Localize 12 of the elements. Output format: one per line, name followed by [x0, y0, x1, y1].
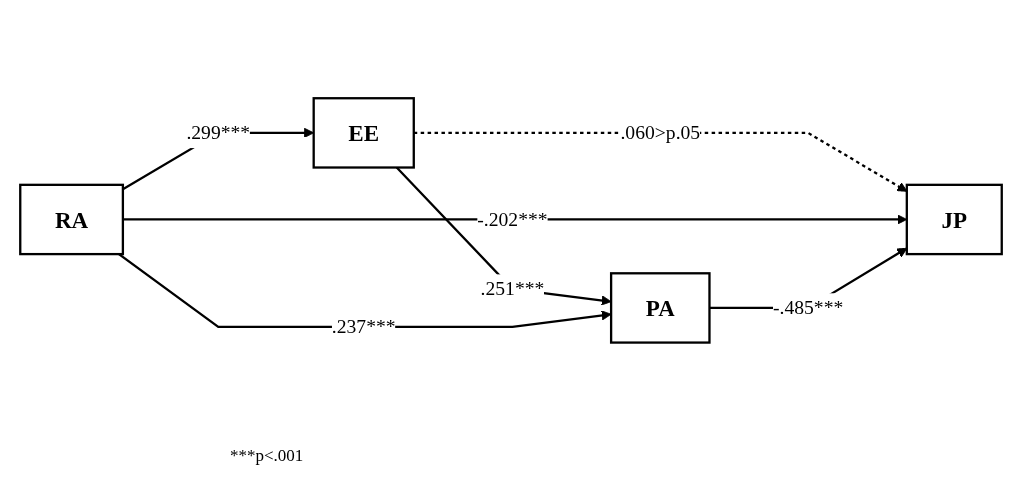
edge-label: -.485***: [772, 296, 844, 319]
edge-label: -.202***: [477, 207, 548, 230]
node-box: RA: [19, 183, 125, 255]
node-box: EE: [312, 96, 415, 169]
node-box: JP: [905, 183, 1003, 255]
note-text: ***p<.001: [230, 446, 304, 465]
edge-label: .251***: [480, 277, 545, 300]
edge-label: .237***: [331, 315, 396, 338]
node-box: PA: [609, 271, 711, 344]
edge-label: .060>p.05: [620, 121, 701, 144]
arrow: [118, 252, 612, 328]
edge-label: .299***: [186, 121, 251, 144]
